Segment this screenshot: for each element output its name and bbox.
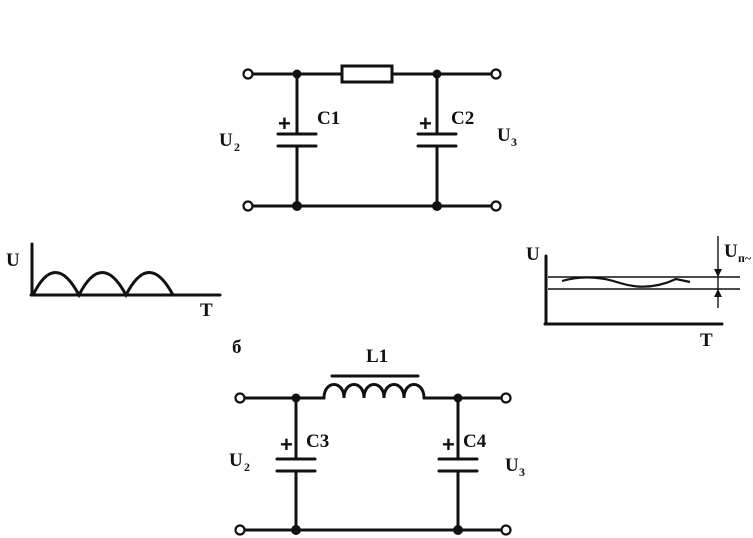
junction-dot [432,201,442,211]
lc-filter-circuit: б L1 + + C3 C4 U 2 U 3 [229,337,525,536]
c3-label: C3 [306,431,329,452]
input-voltage-label: U [219,130,233,151]
y-axis-label: U [526,244,540,265]
terminal [490,68,502,80]
ripple-voltage-label: U [724,241,738,262]
ripple-arrow-down [714,269,722,277]
terminal [500,392,512,404]
c2-label: C2 [451,108,474,129]
l1-label: L1 [366,346,388,367]
input-voltage-label: U [229,450,243,471]
c1-plus-sign: + [278,111,291,136]
y-axis-label: U [6,250,20,271]
rc-filter-circuit: + + C1 C2 U 2 U 3 [219,64,517,212]
terminal [242,68,254,80]
terminal [500,524,512,536]
ripple-voltage-subscript: п~ [738,251,752,265]
filtered-waveform [561,276,691,288]
junction-dot [453,393,463,403]
inductor [322,383,426,400]
c4-label: C4 [463,431,487,452]
output-voltage-subscript: 3 [511,135,517,149]
junction-dot [292,201,302,211]
junction-dot [292,69,302,79]
x-axis-label: T [700,330,713,351]
terminal [490,200,502,212]
x-axis-label: T [200,300,213,321]
c4-plus-sign: + [442,432,455,457]
rectified-waveform [31,271,175,299]
resistor [340,64,394,84]
terminal [234,392,246,404]
input-voltage-subscript: 2 [234,140,240,154]
junction-dot [291,525,301,535]
output-waveform-graph: U T U п~ [526,236,752,351]
terminal [242,200,254,212]
ripple-arrow-up [714,289,722,297]
input-waveform-graph: U T [6,242,222,321]
output-voltage-label: U [497,125,511,146]
input-voltage-subscript: 2 [244,460,250,474]
terminal [234,524,246,536]
c3-plus-sign: + [280,432,293,457]
junction-dot [432,69,442,79]
c1-label: C1 [317,108,340,129]
output-voltage-label: U [505,455,519,476]
section-label: б [232,337,242,358]
output-voltage-subscript: 3 [519,465,525,479]
junction-dot [453,525,463,535]
junction-dot [291,393,301,403]
c2-plus-sign: + [419,111,432,136]
